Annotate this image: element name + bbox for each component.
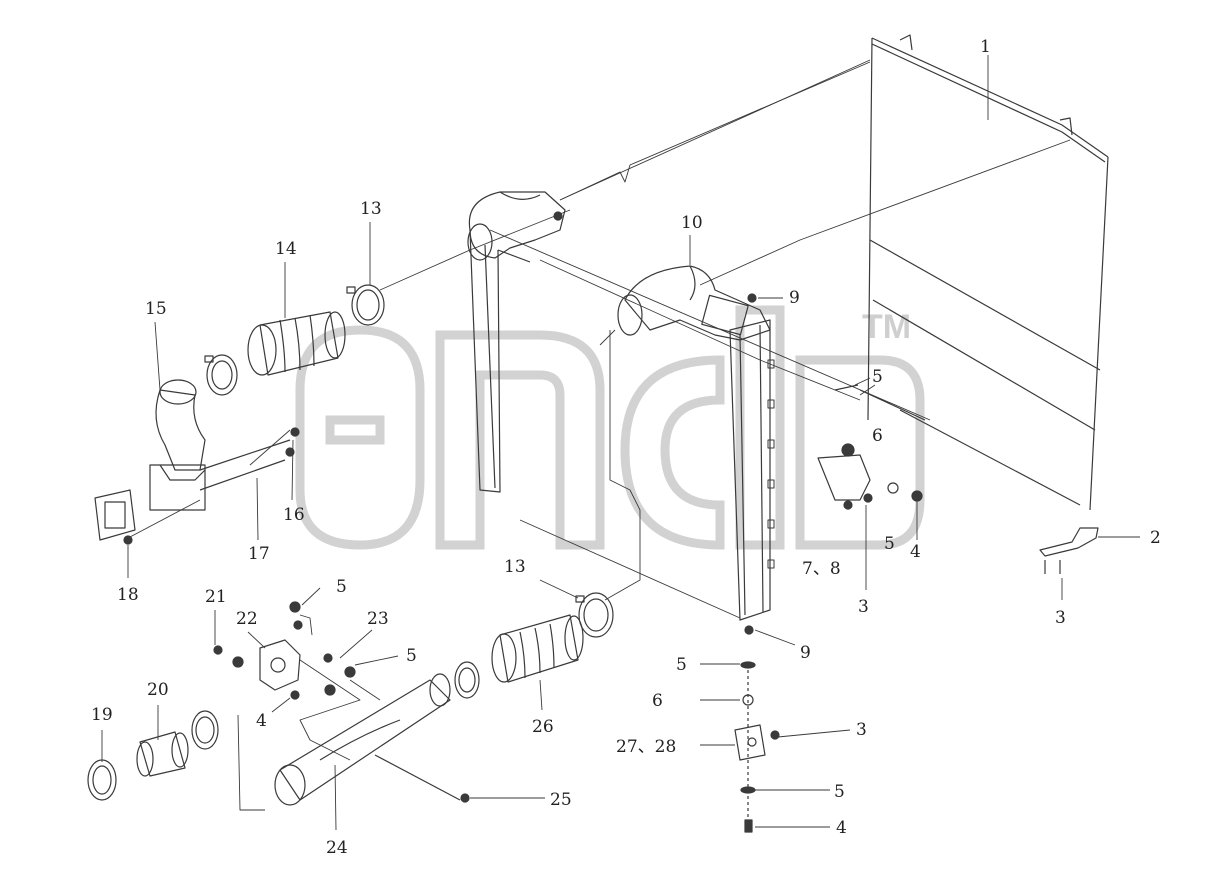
callout-5a: 5 [872,367,883,387]
callout-10: 10 [681,213,703,233]
callout-13b: 13 [504,557,526,577]
callout-6b: 6 [652,691,663,711]
part-bracket-22 [213,601,356,700]
callout-3b: 3 [858,597,869,617]
callout-20: 20 [147,680,169,700]
part-hose-14 [247,311,346,376]
part-clamp-13-upper [346,284,385,326]
callout-15: 15 [145,299,167,319]
callout-5c: 5 [676,655,687,675]
part-clamp-15-14 [204,354,238,396]
callout-13a: 13 [360,199,382,219]
part-intercooler-core-rear [469,229,531,493]
watermark-tm: TM [862,308,911,346]
callout-3a: 3 [1055,608,1066,628]
callout-16: 16 [283,505,305,525]
callout-21: 21 [205,587,227,607]
callout-2: 2 [1150,528,1161,548]
callout-26: 26 [532,717,554,737]
callout-19: 19 [91,705,113,725]
callout-22: 22 [236,609,258,629]
part-upper-elbow-10 [617,265,771,341]
part-clamp-13-lower [575,592,614,638]
callout-27-28: 27、28 [616,737,676,757]
part-bracket-2 [1039,527,1099,574]
callout-5b: 5 [884,534,895,554]
part-elbow-15 [149,379,206,511]
part-lower-mount-27-28 [734,661,780,833]
part-pipe-24 [274,673,470,806]
part-flange-18 [94,489,136,545]
callout-7-8: 7、8 [802,559,841,579]
part-clamp-24-26 [454,661,480,699]
callout-9a: 9 [789,288,800,308]
callout-labels: 1 2 3 3 3 3 4 4 4 5 5 5 5 5 5 6 6 7、8 9 … [91,37,1161,858]
part-sleeve-20 [136,731,189,777]
part-bolts-16-17 [199,427,300,491]
callout-18: 18 [117,585,139,605]
callout-17: 17 [248,544,270,564]
part-upper-elbow-rear [467,191,566,261]
callout-4a: 4 [910,542,921,562]
callout-5f: 5 [406,646,417,666]
callout-9b: 9 [800,643,811,663]
part-intercooler-front [729,293,775,635]
callout-5e: 5 [336,577,347,597]
callout-24: 24 [326,838,348,858]
callout-leaders [101,55,1140,831]
callout-14: 14 [275,239,297,259]
part-clamp-19 [87,759,117,801]
callout-4b: 4 [836,818,847,838]
callout-6a: 6 [872,426,883,446]
callout-23: 23 [367,609,389,629]
callout-3c: 3 [856,720,867,740]
callout-1: 1 [980,37,991,57]
part-hose-26 [491,614,584,683]
explode-lines [129,59,1071,811]
part-clamp-20-24 [191,710,219,750]
part-cover-panel [859,34,1109,511]
part-bracket-7-8 [817,384,923,510]
callout-4c: 4 [256,711,267,731]
callout-25: 25 [550,790,572,810]
callout-5d: 5 [834,782,845,802]
